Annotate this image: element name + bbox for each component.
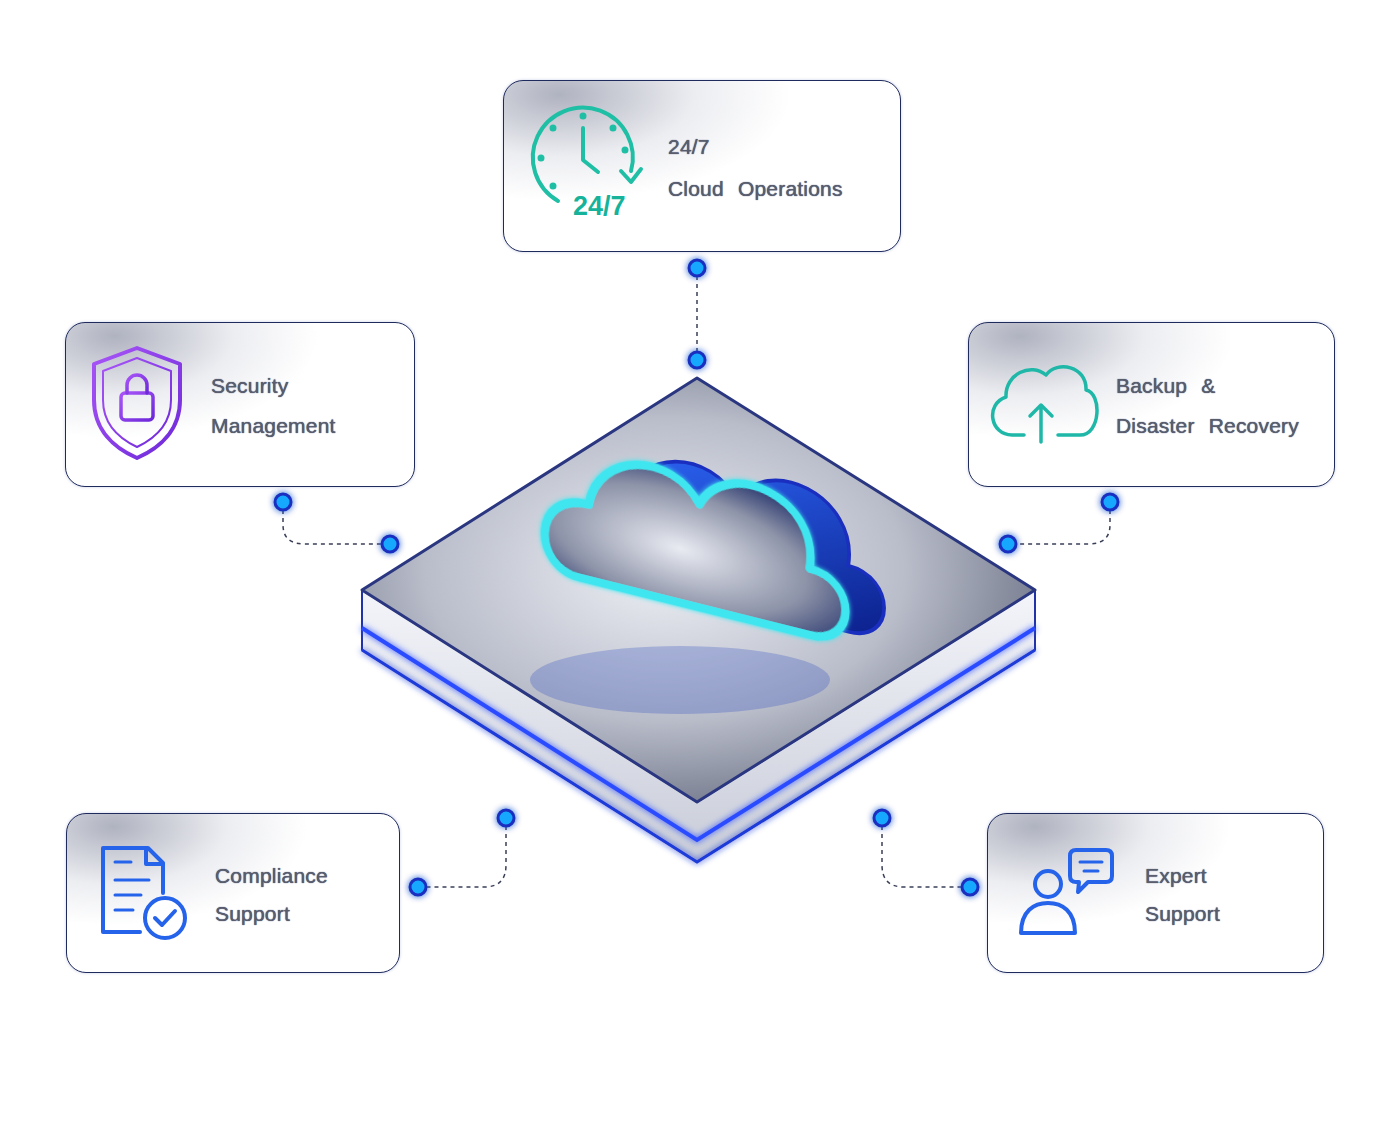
cloud-face (545, 434, 846, 644)
chat-lines (1080, 862, 1102, 871)
chat-bubble (1070, 850, 1112, 892)
document-lines (115, 862, 149, 910)
platform-top (362, 378, 1035, 802)
connector-dot (1000, 536, 1016, 552)
service-label: Expert Support (1145, 857, 1265, 933)
leader-line (696, 268, 698, 360)
service-label: Backup & Disaster Recovery (1116, 366, 1300, 446)
shield-lock-icon (94, 348, 180, 458)
leader-line (418, 818, 506, 887)
connector-dot (1102, 494, 1118, 510)
service-label: Security Management (211, 366, 351, 446)
clock-hands (583, 128, 598, 172)
clock-tick (552, 185, 555, 188)
service-box: Compliance Support (66, 813, 400, 973)
service-label: 24/7 (668, 126, 908, 168)
text-column: 24/7Cloud Operations (668, 126, 908, 210)
text-column: Backup & Disaster Recovery (1116, 366, 1300, 446)
service-box: Backup & Disaster Recovery (968, 322, 1335, 487)
leader-line (882, 818, 970, 887)
connector-dot (962, 879, 978, 895)
upload-arrow (1030, 405, 1052, 442)
connector-dot (410, 879, 426, 895)
check-mark (155, 911, 175, 925)
person-body (1021, 903, 1075, 933)
connector-dot (382, 536, 398, 552)
shield-inner (103, 358, 171, 447)
shield-outline (94, 348, 180, 458)
connector-dot (275, 494, 291, 510)
cloud-outline (993, 367, 1097, 435)
text-column: Compliance Support (215, 857, 355, 933)
document-check-icon (103, 848, 185, 938)
clock-tick (612, 127, 615, 130)
service-box: Expert Support (987, 813, 1324, 973)
clock-tick (552, 127, 555, 130)
lock-body (121, 393, 153, 420)
document-fold (146, 848, 163, 864)
connector-dot (689, 352, 705, 368)
leader-line (283, 502, 390, 544)
lock-shackle (127, 375, 147, 393)
expert-icon (1021, 850, 1112, 933)
connector-dot (874, 810, 890, 826)
clock-arrow (621, 169, 641, 182)
person-head (1035, 871, 1061, 897)
service-box: Security Management (65, 322, 415, 487)
clock-arc (533, 108, 633, 201)
cloud-3d (545, 421, 884, 654)
lock-keyhole (135, 403, 139, 412)
icon-text: 24/7 (573, 191, 626, 222)
connector-dot (498, 810, 514, 826)
leader-line (1008, 502, 1110, 544)
service-label: Compliance Support (215, 857, 355, 933)
cloud-upload-icon (993, 367, 1097, 442)
text-column: Expert Support (1145, 857, 1265, 933)
clock-icon (533, 108, 641, 201)
document-outline (103, 848, 163, 932)
service-box: 24/724/7Cloud Operations (503, 80, 901, 252)
clock-tick (624, 149, 627, 152)
connector-dot (689, 260, 705, 276)
clock-tick (582, 115, 585, 118)
check-circle (145, 898, 185, 938)
text-column: Security Management (211, 366, 351, 446)
service-label: Cloud Operations (668, 168, 908, 210)
clock-tick (540, 157, 543, 160)
cloud-reflection (530, 646, 830, 714)
